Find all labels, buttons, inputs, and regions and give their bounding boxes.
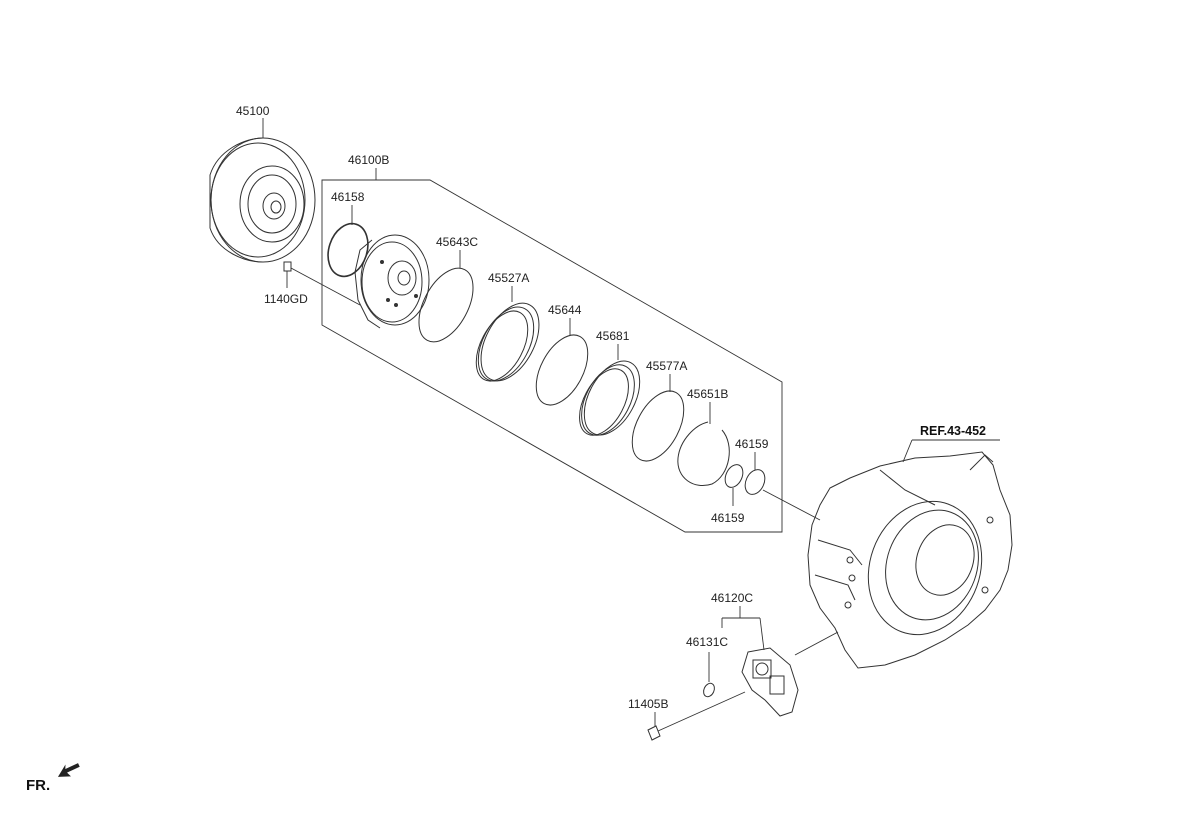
transaxle-housing[interactable] xyxy=(807,439,1013,669)
label-45681: 45681 xyxy=(596,329,630,343)
label-45100: 45100 xyxy=(236,104,270,118)
oring-46159-pair[interactable] xyxy=(722,452,821,521)
label-45643c: 45643C xyxy=(436,235,478,249)
ring-45681[interactable] xyxy=(569,344,651,444)
front-arrow-icon xyxy=(57,763,80,777)
ring-45644[interactable] xyxy=(526,318,599,413)
label-46159-bottom: 46159 xyxy=(711,511,745,525)
assembly-boundary xyxy=(321,179,783,533)
torque-converter[interactable] xyxy=(209,118,316,263)
snap-ring-45651b[interactable] xyxy=(677,402,730,486)
bolt-11405b[interactable] xyxy=(647,691,746,741)
front-orientation-label: FR. xyxy=(26,777,50,794)
oil-pump[interactable] xyxy=(354,234,430,329)
ring-45577a[interactable] xyxy=(622,374,695,469)
label-ref-43-452[interactable]: REF.43-452 xyxy=(920,424,986,438)
label-46131c: 46131C xyxy=(686,635,728,649)
label-46120c: 46120C xyxy=(711,591,753,605)
label-45644: 45644 xyxy=(548,303,582,317)
label-46158: 46158 xyxy=(331,190,365,204)
label-45527a: 45527A xyxy=(488,271,529,285)
label-46159-top: 46159 xyxy=(735,437,769,451)
label-45577a: 45577A xyxy=(646,359,687,373)
label-11405b: 11405B xyxy=(628,697,668,711)
bolt-1140gd[interactable] xyxy=(283,261,361,306)
solenoid-valve[interactable] xyxy=(702,606,839,717)
label-1140gd: 1140GD xyxy=(264,292,308,306)
ring-45643c[interactable] xyxy=(408,250,484,351)
ring-45527a[interactable] xyxy=(466,286,551,390)
label-45651b: 45651B xyxy=(687,387,728,401)
label-46100b: 46100B xyxy=(348,153,389,167)
oring-46158[interactable] xyxy=(322,205,375,282)
